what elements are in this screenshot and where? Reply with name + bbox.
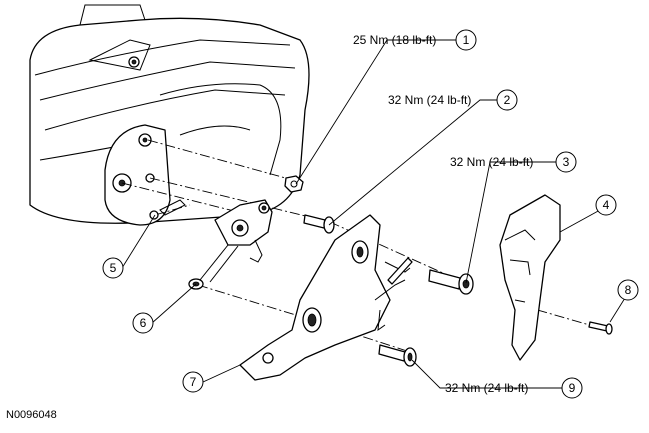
screw-8 [588, 321, 613, 335]
recliner-cover [499, 194, 561, 361]
svg-text:1: 1 [463, 33, 470, 47]
seat-cushion [29, 4, 310, 224]
callout-5: 5 [102, 257, 124, 279]
bolt-3 [428, 269, 474, 295]
svg-text:2: 2 [504, 93, 511, 107]
torque-label-1: 25 Nm (18 lb-ft) [353, 33, 436, 47]
svg-text:9: 9 [569, 381, 576, 395]
recliner-mechanism [199, 199, 273, 283]
leader-lines [121, 39, 626, 389]
torque-label-9: 32 Nm (24 lb-ft) [445, 381, 528, 395]
torque-label-2: 32 Nm (24 lb-ft) [388, 93, 471, 107]
callout-8: 8 [617, 279, 639, 301]
svg-text:8: 8 [625, 283, 632, 297]
svg-text:3: 3 [563, 155, 570, 169]
seat-track-bracket [239, 214, 411, 381]
callout-6: 6 [132, 312, 154, 334]
callout-9: 9 [561, 377, 583, 399]
bolt-9 [378, 344, 417, 367]
svg-text:7: 7 [190, 375, 197, 389]
top-hinge-pin [128, 56, 140, 68]
callout-7: 7 [182, 371, 204, 393]
bolt-1 [284, 175, 304, 193]
torque-label-3: 32 Nm (24 lb-ft) [450, 155, 533, 169]
release-pin [387, 257, 413, 285]
callout-3: 3 [555, 151, 577, 173]
callout-1: 1 [455, 29, 477, 51]
svg-text:6: 6 [140, 316, 147, 330]
svg-text:4: 4 [603, 198, 610, 212]
figure-id: N0096048 [6, 409, 57, 421]
washer-5 [149, 199, 186, 220]
callout-4: 4 [595, 194, 617, 216]
callout-2: 2 [496, 89, 518, 111]
bolt-2 [303, 214, 335, 234]
svg-text:5: 5 [110, 261, 117, 275]
